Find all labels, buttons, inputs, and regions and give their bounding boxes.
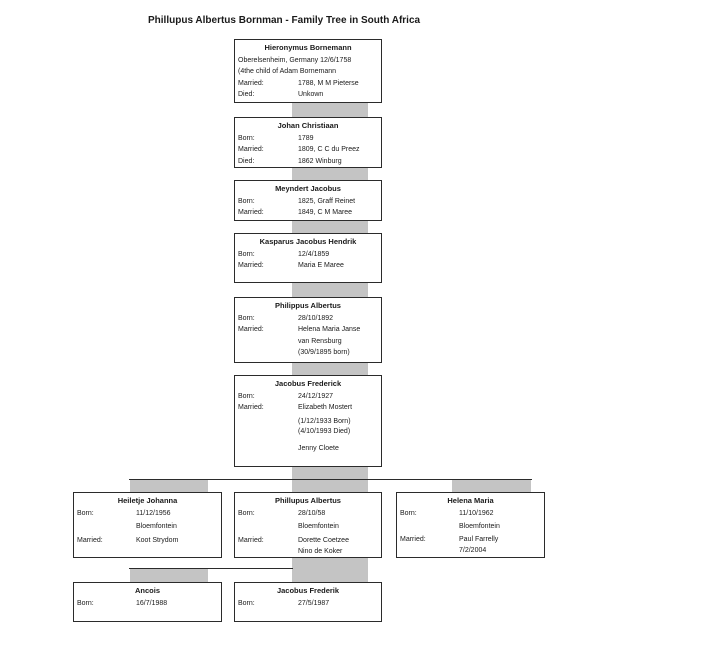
- person-name: Jacobus Frederick: [274, 379, 342, 388]
- person-name: Johan Christiaan: [277, 121, 339, 130]
- married-label: Married:: [238, 326, 264, 333]
- married-value: Paul Farrelly: [459, 535, 499, 543]
- person-name: Phillupus Albertus: [275, 496, 341, 505]
- married-value: (1/12/1933 Born): [298, 417, 351, 425]
- died-value: 1862 Winburg: [298, 157, 342, 165]
- born-value: 27/5/1987: [298, 599, 330, 607]
- married-value: van Rensburg: [298, 337, 342, 345]
- born-label: Born:: [238, 509, 255, 517]
- married-value: (30/9/1895 born): [298, 349, 350, 356]
- married-value: 1809, C C du Preez: [298, 146, 360, 153]
- person-box-philippus: Philippus Albertus Born: 28/10/1892 Marri…: [234, 297, 382, 363]
- person-box-jacobus-frederik: Jacobus Frederik Born: 27/5/1987: [234, 582, 382, 622]
- person-box-hieronymus: Hieronymus Bornemann Oberelsenheim, Germ…: [234, 39, 382, 103]
- born-value: 12/4/1859: [298, 250, 330, 258]
- born-value: Bloemfontein: [459, 523, 500, 530]
- married-value: 1788, M M Pieterse: [298, 79, 359, 87]
- died-value: Unkown: [298, 91, 324, 98]
- connector-5: [292, 362, 368, 376]
- born-label: Born:: [238, 392, 255, 400]
- born-value: 24/12/1927: [298, 392, 334, 400]
- married-label: Married:: [238, 79, 264, 87]
- born-label: Born:: [77, 599, 94, 607]
- born-label: Born:: [238, 250, 255, 258]
- married-value: Elizabeth Mostert: [298, 404, 353, 411]
- born-value: Bloemfontein: [298, 523, 339, 530]
- connector-left-child: [130, 480, 208, 493]
- page-title: Phillupus Albertus Bornman - Family Tree…: [148, 15, 421, 26]
- born-label: Born:: [238, 599, 255, 607]
- person-name: Ancois: [134, 586, 160, 595]
- married-label: Married:: [77, 536, 103, 544]
- person-name: Meyndert Jacobus: [275, 184, 341, 193]
- born-value: 28/10/1892: [298, 314, 334, 322]
- connector-grandchild-left: [130, 569, 208, 582]
- born-value: 11/10/1962: [459, 509, 494, 517]
- parent-note: (4the child of Adam Bornemann: [238, 68, 337, 75]
- person-name: Jacobus Frederik: [276, 586, 340, 595]
- connector-grandchild-right: [292, 557, 368, 583]
- died-label: Died:: [238, 91, 255, 98]
- person-box-helena: Helena Maria Born: 11/10/1962 Bloemfontei…: [396, 492, 545, 558]
- connector-3: [292, 220, 368, 234]
- married-value: Maria E Maree: [298, 262, 344, 269]
- person-name: Helena Maria: [447, 496, 494, 505]
- married-value: Koot Strydom: [136, 536, 179, 544]
- married-value: Helena Maria Janse: [298, 326, 361, 333]
- grandchild-rule: [129, 568, 293, 569]
- died-label: Died:: [238, 157, 255, 165]
- person-box-kasparus: Kasparus Jacobus Hendrik Born:12/4/1859 …: [234, 233, 382, 283]
- married-value: 7/2/2004: [459, 547, 487, 554]
- born-value: Bloemfontein: [136, 523, 177, 530]
- person-box-heiletje: Heiletje Johanna Born: 11/12/1956 Bloemfo…: [73, 492, 222, 558]
- born-label: Born:: [77, 509, 94, 517]
- connector-4: [292, 282, 368, 298]
- sibling-rule: [129, 479, 532, 480]
- born-label: Born:: [238, 134, 255, 142]
- born-value: 1825, Graff Reinet: [298, 197, 356, 205]
- married-label: Married:: [400, 535, 426, 543]
- married-label: Married:: [238, 262, 264, 269]
- born-value: 1789: [298, 134, 314, 142]
- married-label: Married:: [238, 146, 264, 153]
- married-value: Jenny Cloete: [298, 444, 339, 452]
- person-box-meyndert: Meyndert Jacobus Born: 1825, Graff Reinet…: [234, 180, 382, 221]
- born-label: Born:: [400, 509, 417, 517]
- person-box-jacobus: Jacobus Frederick Born: 24/12/1927 Marrie…: [234, 375, 382, 467]
- married-value: (4/10/1993 Died): [298, 427, 351, 435]
- connector-2: [292, 167, 368, 181]
- married-label: Married:: [238, 209, 264, 216]
- born-value: 11/12/1956: [136, 509, 171, 517]
- person-box-phillupus: Phillupus Albertus Born: 28/10/58 Bloemfo…: [234, 492, 382, 558]
- born-label: Born:: [238, 197, 255, 205]
- married-label: Married:: [238, 404, 264, 411]
- born-value: 16/7/1988: [136, 599, 168, 607]
- connector-1: [292, 102, 368, 118]
- married-value: 1849, C M Maree: [298, 209, 353, 216]
- birthplace-text: Oberelsenheim, Germany 12/6/1758: [238, 56, 352, 64]
- person-box-ancois: Ancois Born: 16/7/1988: [73, 582, 222, 622]
- person-name: Hieronymus Bornemann: [264, 43, 352, 52]
- connector-right-child: [452, 480, 531, 493]
- person-box-johan: Johan Christiaan Born: 1789 Married: 1809,…: [234, 117, 382, 168]
- born-label: Born:: [238, 314, 255, 322]
- person-name: Kasparus Jacobus Hendrik: [259, 237, 357, 246]
- married-value: Nino de Koker: [298, 548, 343, 555]
- born-value: 28/10/58: [298, 509, 326, 517]
- married-label: Married:: [238, 536, 264, 544]
- person-name: Heiletje Johanna: [117, 496, 178, 505]
- married-value: Dorette Coetzee: [298, 536, 349, 544]
- person-name: Philippus Albertus: [275, 301, 341, 310]
